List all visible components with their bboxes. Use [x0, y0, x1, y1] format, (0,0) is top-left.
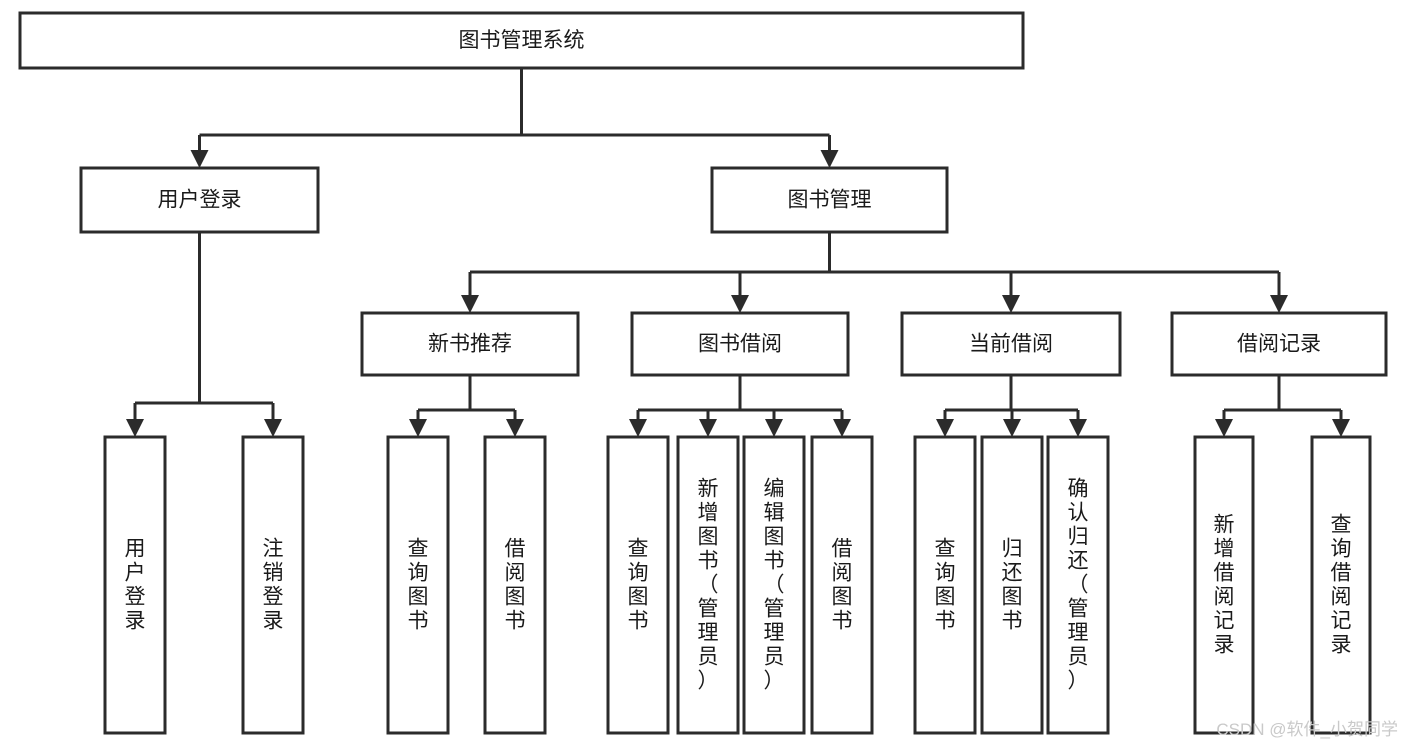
root-to-user-login-arrowhead	[190, 150, 209, 168]
node-current-borrow-label: 当前借阅	[969, 333, 1053, 356]
node-leaf-query-book-rec[interactable]: 查询图书	[386, 435, 450, 735]
node-leaf-borrow-book-label: 借阅图书	[832, 538, 853, 633]
node-new-book-rec[interactable]: 新书推荐	[360, 311, 580, 377]
node-user-login-box[interactable]	[79, 166, 320, 234]
node-leaf-return-book-label: 归还图书	[1002, 538, 1023, 633]
node-leaf-user-logout-label: 注销登录	[263, 538, 284, 633]
node-leaf-query-book-current[interactable]: 查询图书	[913, 435, 977, 735]
current-borrow-to-leaf-confirm-return-arrowhead	[1069, 419, 1087, 437]
node-leaf-query-record[interactable]: 查询借阅记录	[1310, 435, 1372, 735]
node-leaf-edit-book-box[interactable]	[742, 435, 806, 735]
node-leaf-query-record-label: 查询借阅记录	[1331, 514, 1352, 657]
node-leaf-user-logout-box[interactable]	[241, 435, 305, 735]
node-borrow-record[interactable]: 借阅记录	[1170, 311, 1388, 377]
node-leaf-edit-book-label: 编辑图书（管理员）	[764, 478, 785, 693]
book-borrow-to-leaf-edit-book-arrowhead	[765, 419, 783, 437]
node-leaf-query-book-rec-label: 查询图书	[408, 538, 429, 633]
node-leaf-borrow-book-rec-box[interactable]	[483, 435, 547, 735]
connector-lines	[126, 68, 1350, 437]
node-leaf-confirm-return-label: 确认归还（管理员）	[1068, 478, 1089, 693]
node-leaf-borrow-book-box[interactable]	[810, 435, 874, 735]
node-leaf-borrow-book-rec-label: 借阅图书	[505, 538, 526, 633]
book-borrow-to-leaf-borrow-book-arrowhead	[833, 419, 851, 437]
node-current-borrow[interactable]: 当前借阅	[900, 311, 1122, 377]
node-leaf-borrow-book[interactable]: 借阅图书	[810, 435, 874, 735]
book-manage-to-current-borrow-arrowhead	[1002, 295, 1020, 313]
book-borrow-to-leaf-query-book-borrow-arrowhead	[629, 419, 647, 437]
node-leaf-query-book-current-box[interactable]	[913, 435, 977, 735]
node-leaf-query-book-borrow[interactable]: 查询图书	[606, 435, 670, 735]
node-book-manage-label: 图书管理	[788, 189, 872, 212]
node-leaf-edit-book[interactable]: 编辑图书（管理员）	[742, 435, 806, 735]
csdn-watermark: CSDN @软件_小贺同学	[1216, 720, 1398, 739]
borrow-record-to-leaf-add-record-arrowhead	[1215, 419, 1233, 437]
node-book-manage[interactable]: 图书管理	[710, 166, 949, 234]
book-manage-to-new-book-rec-arrowhead	[461, 295, 479, 313]
root-to-book-manage-arrowhead	[820, 150, 839, 168]
node-leaf-add-book-box[interactable]	[676, 435, 740, 735]
node-leaf-add-book-label: 新增图书（管理员）	[698, 478, 719, 693]
node-leaf-user-logout[interactable]: 注销登录	[241, 435, 305, 735]
current-borrow-to-leaf-query-book-current-arrowhead	[936, 419, 954, 437]
node-leaf-query-book-borrow-label: 查询图书	[628, 538, 649, 633]
node-leaf-query-record-box[interactable]	[1310, 435, 1372, 735]
node-leaf-return-book-box[interactable]	[980, 435, 1044, 735]
node-leaf-confirm-return-box[interactable]	[1046, 435, 1110, 735]
book-manage-to-book-borrow-arrowhead	[731, 295, 749, 313]
node-leaf-query-book-borrow-box[interactable]	[606, 435, 670, 735]
current-borrow-to-leaf-return-book-arrowhead	[1003, 419, 1021, 437]
book-borrow-to-leaf-add-book-arrowhead	[699, 419, 717, 437]
node-leaf-add-record-box[interactable]	[1193, 435, 1255, 735]
node-leaf-query-book-rec-box[interactable]	[386, 435, 450, 735]
node-leaf-user-login[interactable]: 用户登录	[103, 435, 167, 735]
node-leaf-borrow-book-rec[interactable]: 借阅图书	[483, 435, 547, 735]
node-leaf-user-login-label: 用户登录	[125, 538, 146, 633]
node-book-manage-box[interactable]	[710, 166, 949, 234]
node-leaf-return-book[interactable]: 归还图书	[980, 435, 1044, 735]
user-login-to-leaf-user-login-arrowhead	[126, 419, 144, 437]
node-borrow-record-box[interactable]	[1170, 311, 1388, 377]
node-leaf-confirm-return[interactable]: 确认归还（管理员）	[1046, 435, 1110, 735]
node-book-borrow[interactable]: 图书借阅	[630, 311, 850, 377]
node-boxes: 图书管理系统用户登录图书管理新书推荐图书借阅当前借阅借阅记录用户登录注销登录查询…	[18, 11, 1388, 735]
user-login-to-leaf-user-logout-arrowhead	[264, 419, 282, 437]
node-new-book-rec-label: 新书推荐	[428, 333, 512, 356]
node-book-borrow-label: 图书借阅	[698, 333, 782, 356]
node-leaf-add-book[interactable]: 新增图书（管理员）	[676, 435, 740, 735]
node-root[interactable]: 图书管理系统	[18, 11, 1025, 70]
node-borrow-record-label: 借阅记录	[1237, 333, 1321, 356]
node-root-label: 图书管理系统	[459, 29, 585, 52]
new-book-rec-to-leaf-borrow-book-rec-arrowhead	[506, 419, 524, 437]
node-leaf-user-login-box[interactable]	[103, 435, 167, 735]
node-root-box[interactable]	[18, 11, 1025, 70]
node-user-login[interactable]: 用户登录	[79, 166, 320, 234]
node-book-borrow-box[interactable]	[630, 311, 850, 377]
node-leaf-add-record[interactable]: 新增借阅记录	[1193, 435, 1255, 735]
node-current-borrow-box[interactable]	[900, 311, 1122, 377]
borrow-record-to-leaf-query-record-arrowhead	[1332, 419, 1350, 437]
node-new-book-rec-box[interactable]	[360, 311, 580, 377]
node-user-login-label: 用户登录	[158, 189, 242, 212]
book-manage-to-borrow-record-arrowhead	[1270, 295, 1288, 313]
node-leaf-query-book-current-label: 查询图书	[935, 538, 956, 633]
new-book-rec-to-leaf-query-book-rec-arrowhead	[409, 419, 427, 437]
node-leaf-add-record-label: 新增借阅记录	[1214, 514, 1235, 657]
